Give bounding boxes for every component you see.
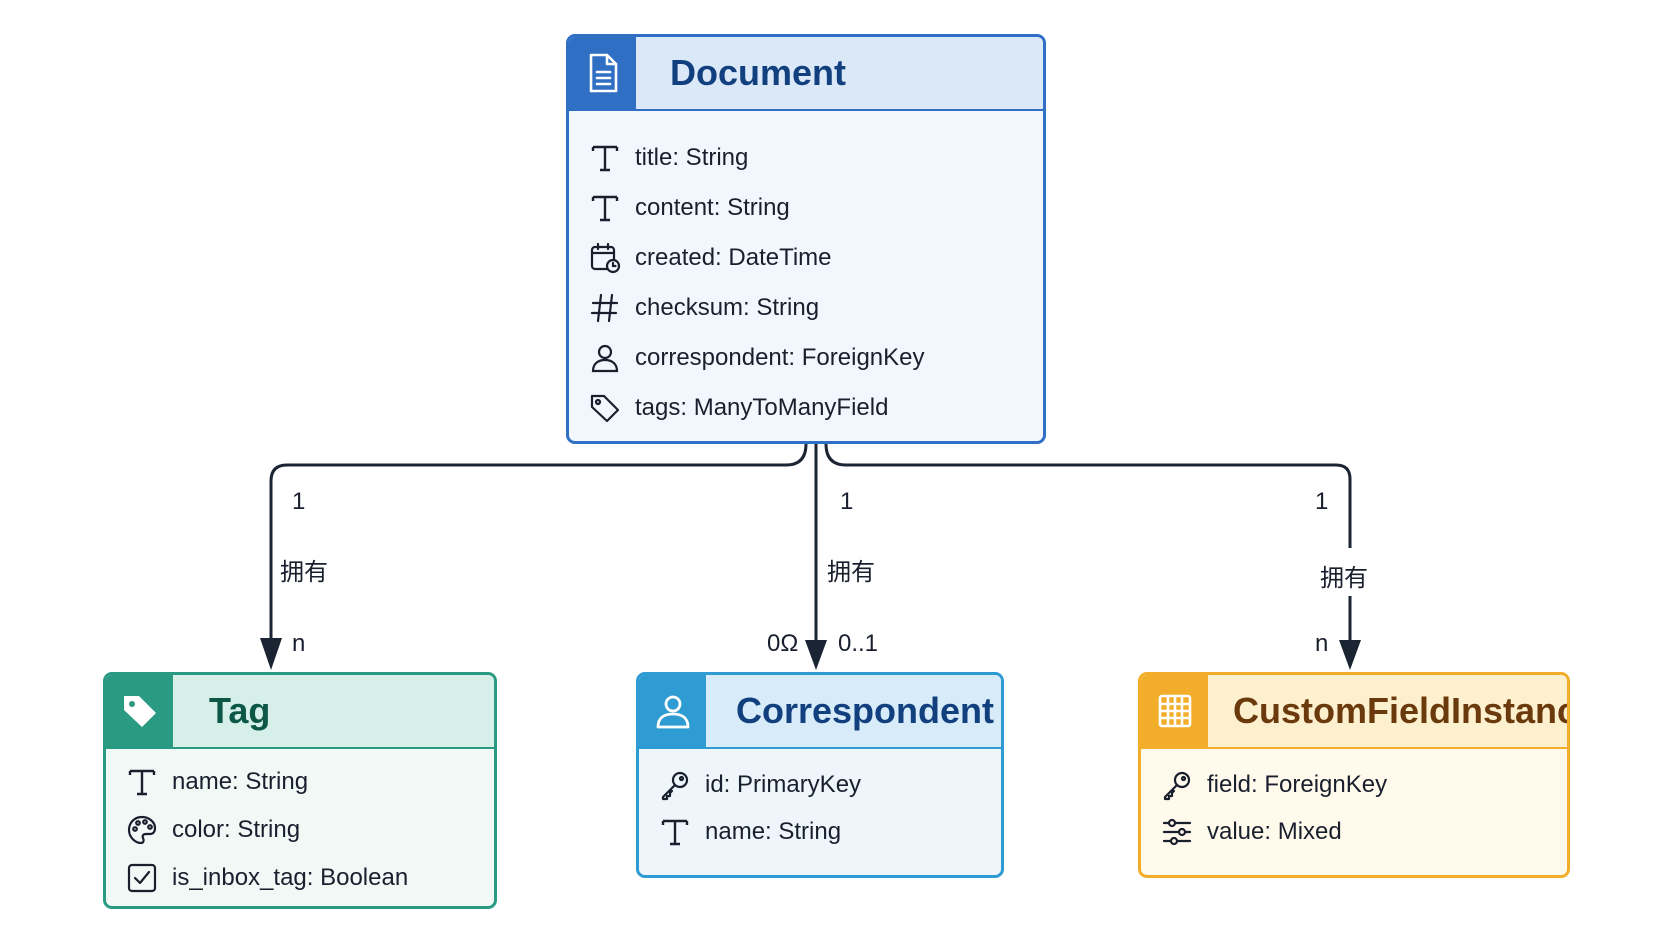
tag-icon xyxy=(587,390,623,426)
field-row: color: String xyxy=(124,810,300,850)
entity-custom-field-instance[interactable]: CustomFieldInstance field: ForeignKey va… xyxy=(1138,672,1570,878)
text-type-icon xyxy=(657,814,693,850)
arrowhead-correspondent xyxy=(805,640,827,670)
text-type-icon xyxy=(124,764,160,800)
field-label: tags: ManyToManyField xyxy=(635,394,889,421)
field-row: title: String xyxy=(587,138,748,178)
field-label: title: String xyxy=(635,144,749,171)
rel-correspondent-target-cardinality: 0..1 xyxy=(838,630,879,657)
field-label: created: DateTime xyxy=(635,244,832,271)
user-icon xyxy=(639,675,706,747)
field-label: name: String xyxy=(172,768,309,795)
text-type-icon xyxy=(587,190,623,226)
field-label: id: PrimaryKey xyxy=(705,771,862,798)
sliders-icon xyxy=(1159,814,1195,850)
field-label: field: ForeignKey xyxy=(1207,771,1388,798)
field-row: value: Mixed xyxy=(1159,812,1342,852)
field-label: name: String xyxy=(705,818,842,845)
entity-correspondent-header: Correspondent xyxy=(639,675,1001,749)
entity-tag[interactable]: Tag name: String color: String is_inbox_… xyxy=(103,672,497,909)
palette-icon xyxy=(124,812,160,848)
rel-customfield-source-cardinality: 1 xyxy=(1315,488,1329,515)
calendar-clock-icon xyxy=(587,240,623,276)
field-row: field: ForeignKey xyxy=(1159,765,1387,805)
field-row: tags: ManyToManyField xyxy=(587,388,888,428)
user-icon xyxy=(587,340,623,376)
entity-tag-title: Tag xyxy=(209,690,271,731)
field-label: is_inbox_tag: Boolean xyxy=(172,864,409,891)
entity-custom-field-instance-header: CustomFieldInstance xyxy=(1141,675,1567,749)
rel-tag-label: 拥有 xyxy=(280,559,328,586)
rel-correspondent-source-cardinality: 1 xyxy=(840,488,854,515)
rel-tag-target-cardinality: n xyxy=(292,630,306,657)
field-row: id: PrimaryKey xyxy=(657,765,861,805)
arrowhead-customfield xyxy=(1339,640,1361,670)
rel-tag-source-cardinality: 1 xyxy=(292,488,306,515)
entity-document-title: Document xyxy=(670,52,847,93)
field-row: is_inbox_tag: Boolean xyxy=(124,858,408,898)
table-grid-icon xyxy=(1141,675,1208,747)
connector-trunk xyxy=(269,443,808,638)
arrowhead-tag xyxy=(260,638,282,670)
field-row: correspondent: ForeignKey xyxy=(587,338,925,378)
rel-correspondent-target-cardinality-left: 0Ω xyxy=(767,630,799,657)
field-row: created: DateTime xyxy=(587,238,832,278)
rel-customfield-label: 拥有 xyxy=(1320,565,1368,592)
key-icon xyxy=(1159,767,1195,803)
field-row: content: String xyxy=(587,188,790,228)
entity-document[interactable]: Document title: String content: String c… xyxy=(566,34,1046,444)
entity-correspondent-title: Correspondent xyxy=(736,690,995,731)
field-label: value: Mixed xyxy=(1207,818,1342,845)
tag-icon xyxy=(106,675,173,747)
entity-custom-field-instance-title: CustomFieldInstance xyxy=(1233,690,1570,731)
rel-customfield-target-cardinality: n xyxy=(1315,630,1329,657)
text-type-icon xyxy=(587,140,623,176)
connector-doc-customfield xyxy=(824,443,1352,548)
entity-document-header: Document xyxy=(569,37,1043,111)
field-row: name: String xyxy=(124,762,308,802)
field-label: checksum: String xyxy=(635,294,820,321)
field-row: checksum: String xyxy=(587,288,819,328)
rel-correspondent-label: 拥有 xyxy=(827,559,875,586)
hash-icon xyxy=(587,290,623,326)
key-icon xyxy=(657,767,693,803)
document-icon xyxy=(569,37,636,109)
entity-tag-header: Tag xyxy=(106,675,494,749)
field-label: correspondent: ForeignKey xyxy=(635,344,925,371)
entity-correspondent[interactable]: Correspondent id: PrimaryKey name: Strin… xyxy=(636,672,1004,878)
field-row: name: String xyxy=(657,812,841,852)
field-label: content: String xyxy=(635,194,790,221)
checkbox-icon xyxy=(124,860,160,896)
field-label: color: String xyxy=(172,816,301,843)
